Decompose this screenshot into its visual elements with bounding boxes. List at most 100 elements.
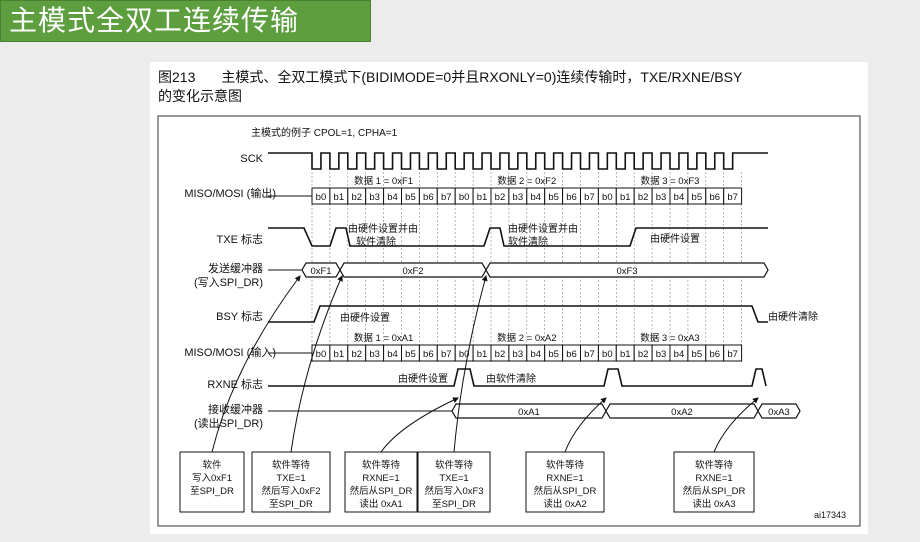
figure-id: ai17343	[814, 510, 846, 520]
software-step-text: 然后写入0xF2	[261, 485, 320, 497]
software-step-text: TXE=1	[439, 473, 468, 484]
software-step-box	[251, 451, 331, 513]
rx-bit-label: b1	[620, 349, 631, 360]
software-step-text: TXE=1	[276, 473, 305, 484]
rx-bit-label: b2	[638, 349, 649, 360]
event-arrow	[290, 275, 343, 453]
event-arrow	[211, 275, 301, 453]
tx-bit-label: b0	[459, 192, 470, 203]
tx-bit-label: b4	[530, 192, 541, 203]
rx-buffer-bus-value: 0xA3	[768, 407, 790, 418]
rx-bit-label: b4	[387, 349, 398, 360]
figure-caption: 图213 主模式、全双工模式下(BIDIMODE=0并且RXONLY=0)连续传输…	[158, 68, 858, 106]
tx-buffer-bus-value: 0xF3	[616, 266, 637, 277]
tx-bit-label: b3	[513, 192, 524, 203]
software-step-text: 软件	[202, 459, 222, 471]
software-step-text: 软件等待	[272, 459, 311, 471]
slide-title: 主模式全双工连续传输	[9, 4, 300, 37]
sck-label: SCK	[240, 153, 263, 165]
tx-buffer-label-1: 发送缓冲器	[208, 261, 263, 275]
tx-bit-label: b6	[566, 192, 577, 203]
tx-bit-label: b0	[602, 192, 613, 203]
software-step-text: RXNE=1	[546, 473, 583, 484]
tx-bit-label: b1	[477, 192, 488, 203]
software-step-text: 软件等待	[435, 459, 474, 471]
software-step-text: 读出 0xA1	[359, 498, 402, 510]
software-step-text: 至SPI_DR	[432, 499, 476, 510]
event-arrow	[453, 275, 488, 453]
tx-bit-label: b4	[387, 192, 398, 203]
txe-annotation-1a: 由硬件设置并由	[348, 222, 418, 235]
miso-mosi-out-label: MISO/MOSI (输出)	[184, 186, 276, 200]
software-step-text: 软件等待	[695, 459, 734, 471]
tx-bit-label: b5	[692, 192, 703, 203]
bsy-annotation-clear: 由硬件清除	[768, 310, 818, 323]
rx-bit-label: b5	[548, 349, 559, 360]
rxne-waveform	[268, 368, 767, 387]
slide-title-bar: 主模式全双工连续传输	[0, 0, 371, 42]
rx-bit-label: b2	[351, 349, 362, 360]
bsy-waveform	[268, 305, 768, 323]
software-step-text: 软件等待	[362, 459, 401, 471]
rx-data-group-label: 数据 3 = 0xA3	[640, 332, 699, 344]
rx-data-group-label: 数据 1 = 0xA1	[354, 332, 413, 344]
txe-waveform	[268, 227, 768, 247]
rx-bit-cell	[723, 344, 743, 362]
tx-bit-label: b3	[369, 192, 380, 203]
tx-bit-label: b6	[709, 192, 720, 203]
rx-bit-label: b0	[602, 349, 613, 360]
miso-mosi-in-label: MISO/MOSI (输入)	[184, 345, 276, 359]
tx-bit-label: b2	[351, 192, 362, 203]
software-step-text: 然后写入0xF3	[424, 485, 483, 497]
rx-bit-label: b7	[727, 349, 738, 360]
rx-bit-label: b5	[692, 349, 703, 360]
rx-bit-label: b4	[530, 349, 541, 360]
software-step-box	[673, 451, 755, 513]
software-step-text: 然后从SPI_DR	[683, 485, 746, 497]
txe-annotation-2a: 由硬件设置并由	[508, 222, 578, 235]
bsy-annotation-set: 由硬件设置	[340, 311, 390, 324]
rx-bit-label: b3	[656, 349, 667, 360]
software-step-box	[525, 451, 605, 513]
tx-buffer-label-2: (写入SPI_DR)	[194, 277, 263, 289]
tx-bit-label: b5	[405, 192, 416, 203]
rx-bit-label: b1	[334, 349, 345, 360]
caption-line-1: 主模式、全双工模式下(BIDIMODE=0并且RXONLY=0)连续传输时，TX…	[221, 69, 743, 85]
example-note: 主模式的例子 CPOL=1, CPHA=1	[251, 126, 398, 139]
rx-bit-label: b6	[566, 349, 577, 360]
tx-buffer-bus-value: 0xF1	[310, 266, 331, 277]
diagram-frame	[157, 115, 861, 527]
rx-buffer-bus-segment	[757, 403, 801, 419]
tx-bit-label: b1	[334, 192, 345, 203]
software-step-text: 读出 0xA3	[692, 498, 735, 510]
txe-label: TXE 标志	[217, 232, 263, 246]
tx-buffer-bus-segment	[485, 262, 769, 278]
rx-bit-label: b7	[584, 349, 595, 360]
software-step-text: 读出 0xA2	[543, 498, 586, 510]
event-arrow	[713, 397, 759, 453]
rx-bit-label: b0	[459, 349, 470, 360]
tx-bit-label: b1	[620, 192, 631, 203]
rx-bit-label: b4	[674, 349, 685, 360]
tx-bit-cell	[723, 187, 743, 205]
txe-annotation-2b: 软件清除	[508, 235, 548, 248]
tx-bit-label: b2	[638, 192, 649, 203]
rx-bit-label: b3	[513, 349, 524, 360]
software-step-text: 然后从SPI_DR	[534, 485, 597, 497]
software-step-text: 然后从SPI_DR	[350, 485, 413, 497]
rx-buffer-label-1: 接收缓冲器	[208, 402, 263, 416]
rx-bit-label: b2	[495, 349, 506, 360]
software-step-box	[179, 451, 245, 513]
tx-data-group-label: 数据 1 = 0xF1	[354, 175, 413, 187]
event-arrow	[564, 397, 607, 453]
rx-buffer-bus-value: 0xA2	[671, 407, 693, 418]
software-step-box	[417, 451, 491, 513]
tx-bit-label: b7	[584, 192, 595, 203]
rx-bit-label: b6	[709, 349, 720, 360]
txe-annotation-3: 由硬件设置	[650, 232, 700, 245]
tx-data-group-label: 数据 3 = 0xF3	[641, 175, 700, 187]
rx-bit-label: b6	[423, 349, 434, 360]
figure-number: 图213	[158, 69, 196, 85]
rx-buffer-label-2: (读出SPI_DR)	[194, 416, 263, 430]
